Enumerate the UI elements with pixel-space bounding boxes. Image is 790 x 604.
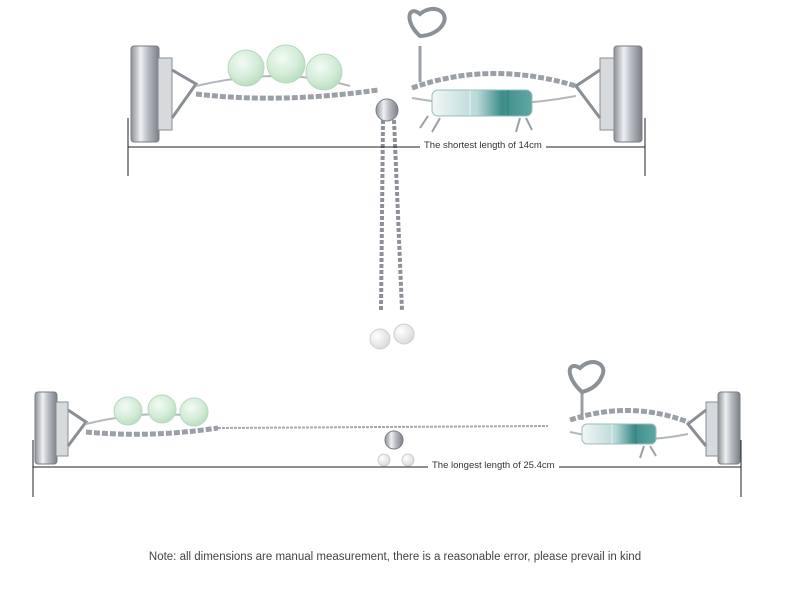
extended-chain [217, 425, 549, 429]
right-watch-connector [573, 45, 643, 143]
longest-dimension-line [32, 440, 742, 497]
short-bracelet [127, 6, 646, 350]
tassel-chains [369, 119, 415, 350]
bamboo-charm-icon [581, 423, 657, 459]
shortest-length-label: The shortest length of 14cm [420, 140, 546, 151]
pearl [377, 453, 391, 467]
heart-charm-icon [567, 360, 606, 420]
longest-length-label: The longest length of 25.4cm [428, 460, 559, 471]
right-watch-connector [685, 391, 741, 465]
pearl [369, 328, 391, 350]
long-bracelet [32, 360, 742, 497]
slider-bead [375, 98, 399, 122]
chain [195, 87, 379, 101]
left-watch-connector [34, 391, 89, 465]
left-watch-connector [130, 45, 199, 143]
chain [85, 425, 219, 437]
slider-bead [384, 430, 404, 450]
measurement-note: Note: all dimensions are manual measurem… [148, 551, 642, 563]
jade-beads [113, 394, 209, 427]
pearl [393, 323, 415, 345]
jade-beads [227, 44, 343, 91]
pearl [401, 453, 415, 467]
chain [411, 71, 577, 91]
heart-charm-icon [407, 6, 447, 82]
chain [569, 408, 689, 425]
shortest-dimension-line [127, 118, 646, 176]
bamboo-charm-icon [419, 89, 533, 133]
